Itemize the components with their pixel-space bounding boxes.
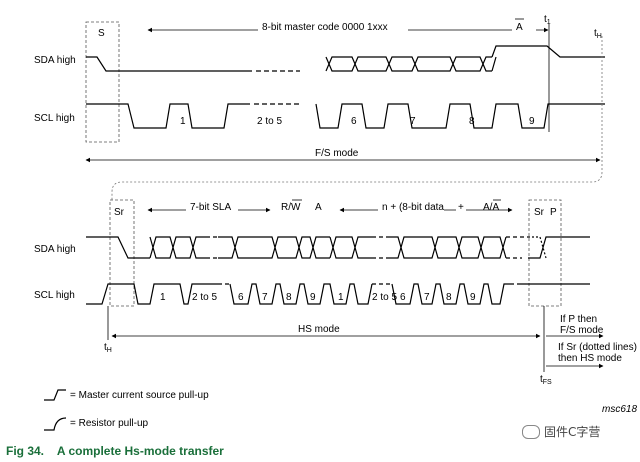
scl-pulse-label: 1: [338, 292, 344, 303]
scl-pulse-label: 9: [529, 116, 535, 127]
note-sr-line1: If Sr (dotted lines): [558, 342, 637, 353]
note-sr-line2: then HS mode: [558, 353, 622, 364]
repeated-start-box: [109, 199, 135, 307]
th-label-top: tH: [594, 28, 602, 40]
scl-pulse-label: 1: [160, 292, 166, 303]
scl-pulse-label: 2 to 5: [372, 292, 397, 303]
note-p-line1: If P then: [560, 314, 597, 325]
ack-nack-label: A/A: [483, 202, 499, 213]
scl-pulse-label: 2 to 5: [192, 292, 217, 303]
end-p-label: P: [550, 207, 557, 218]
tfs-label: tFS: [540, 374, 552, 386]
watermark: 固件C字营: [522, 423, 600, 440]
hs-mode-label: HS mode: [298, 324, 340, 335]
end-condition-box: [528, 199, 562, 307]
repeated-start-label: Sr: [114, 207, 125, 218]
end-sr-label: Sr: [534, 207, 545, 218]
data-label: n + (8-bit data: [382, 202, 444, 213]
nack-label: A: [516, 22, 523, 33]
fs-mode-label: F/S mode: [315, 148, 359, 159]
scl-pulse-label: 8: [469, 116, 475, 127]
scl-pulse-label: 7: [410, 116, 416, 127]
scl-pulse-label: 7: [424, 292, 430, 303]
wechat-icon: [522, 424, 540, 439]
resistor-pullup-icon: [44, 417, 67, 431]
legend-resistor: = Resistor pull-up: [70, 418, 149, 429]
th-label-bottom: tH: [104, 342, 112, 354]
scl-pulse-label: 6: [238, 292, 244, 303]
data-plus-label: +: [458, 202, 464, 213]
t1-label: t1: [544, 14, 551, 26]
scl-pulse-label: 7: [262, 292, 268, 303]
scl-label-bottom: SCL high: [34, 290, 75, 301]
scl-pulse-label: 8: [446, 292, 452, 303]
rw-label: R/W: [281, 202, 301, 213]
scl-pulse-label: 9: [310, 292, 316, 303]
note-p-line2: F/S mode: [560, 325, 604, 336]
legend-current-source: = Master current source pull-up: [70, 390, 209, 401]
scl-waveform-bottom: [86, 283, 590, 305]
sda-waveform-top: [86, 45, 605, 72]
scl-waveform-top: [86, 103, 605, 129]
scl-pulse-label: 1: [180, 116, 186, 127]
sda-label-top: SDA high: [34, 55, 76, 66]
scl-pulse-labels-bottom: 1 2 to 5 6 7 8 9 1 2 to 5 6 7 8 9: [160, 292, 476, 303]
scl-pulse-label: 2 to 5: [257, 116, 282, 127]
scl-pulse-labels-top: 1 2 to 5 6 7 8 9: [180, 116, 535, 127]
figure-title: A complete Hs-mode transfer: [56, 444, 224, 458]
master-code-label: 8-bit master code 0000 1xxx: [262, 22, 388, 33]
scl-pulse-label: 8: [286, 292, 292, 303]
start-label: S: [98, 28, 105, 39]
figure-number: Fig 34.: [6, 444, 45, 458]
scl-pulse-label: 6: [351, 116, 357, 127]
section-connector: [111, 36, 603, 200]
sda-label-bottom: SDA high: [34, 244, 76, 255]
scl-label-top: SCL high: [34, 113, 75, 124]
scl-pulse-label: 9: [470, 292, 476, 303]
start-condition-box: [85, 21, 120, 143]
sla-label: 7-bit SLA: [190, 202, 231, 213]
ack-label: A: [315, 202, 322, 213]
scl-pulse-label: 6: [400, 292, 406, 303]
sda-waveform-bottom: [86, 236, 590, 259]
figure-reference: msc618: [602, 404, 637, 415]
current-source-pullup-icon: [44, 389, 66, 401]
legend: = Master current source pull-up = Resist…: [44, 389, 209, 431]
figure-caption: Fig 34. A complete Hs-mode transfer: [6, 444, 224, 458]
watermark-text: 固件C字营: [544, 425, 601, 439]
